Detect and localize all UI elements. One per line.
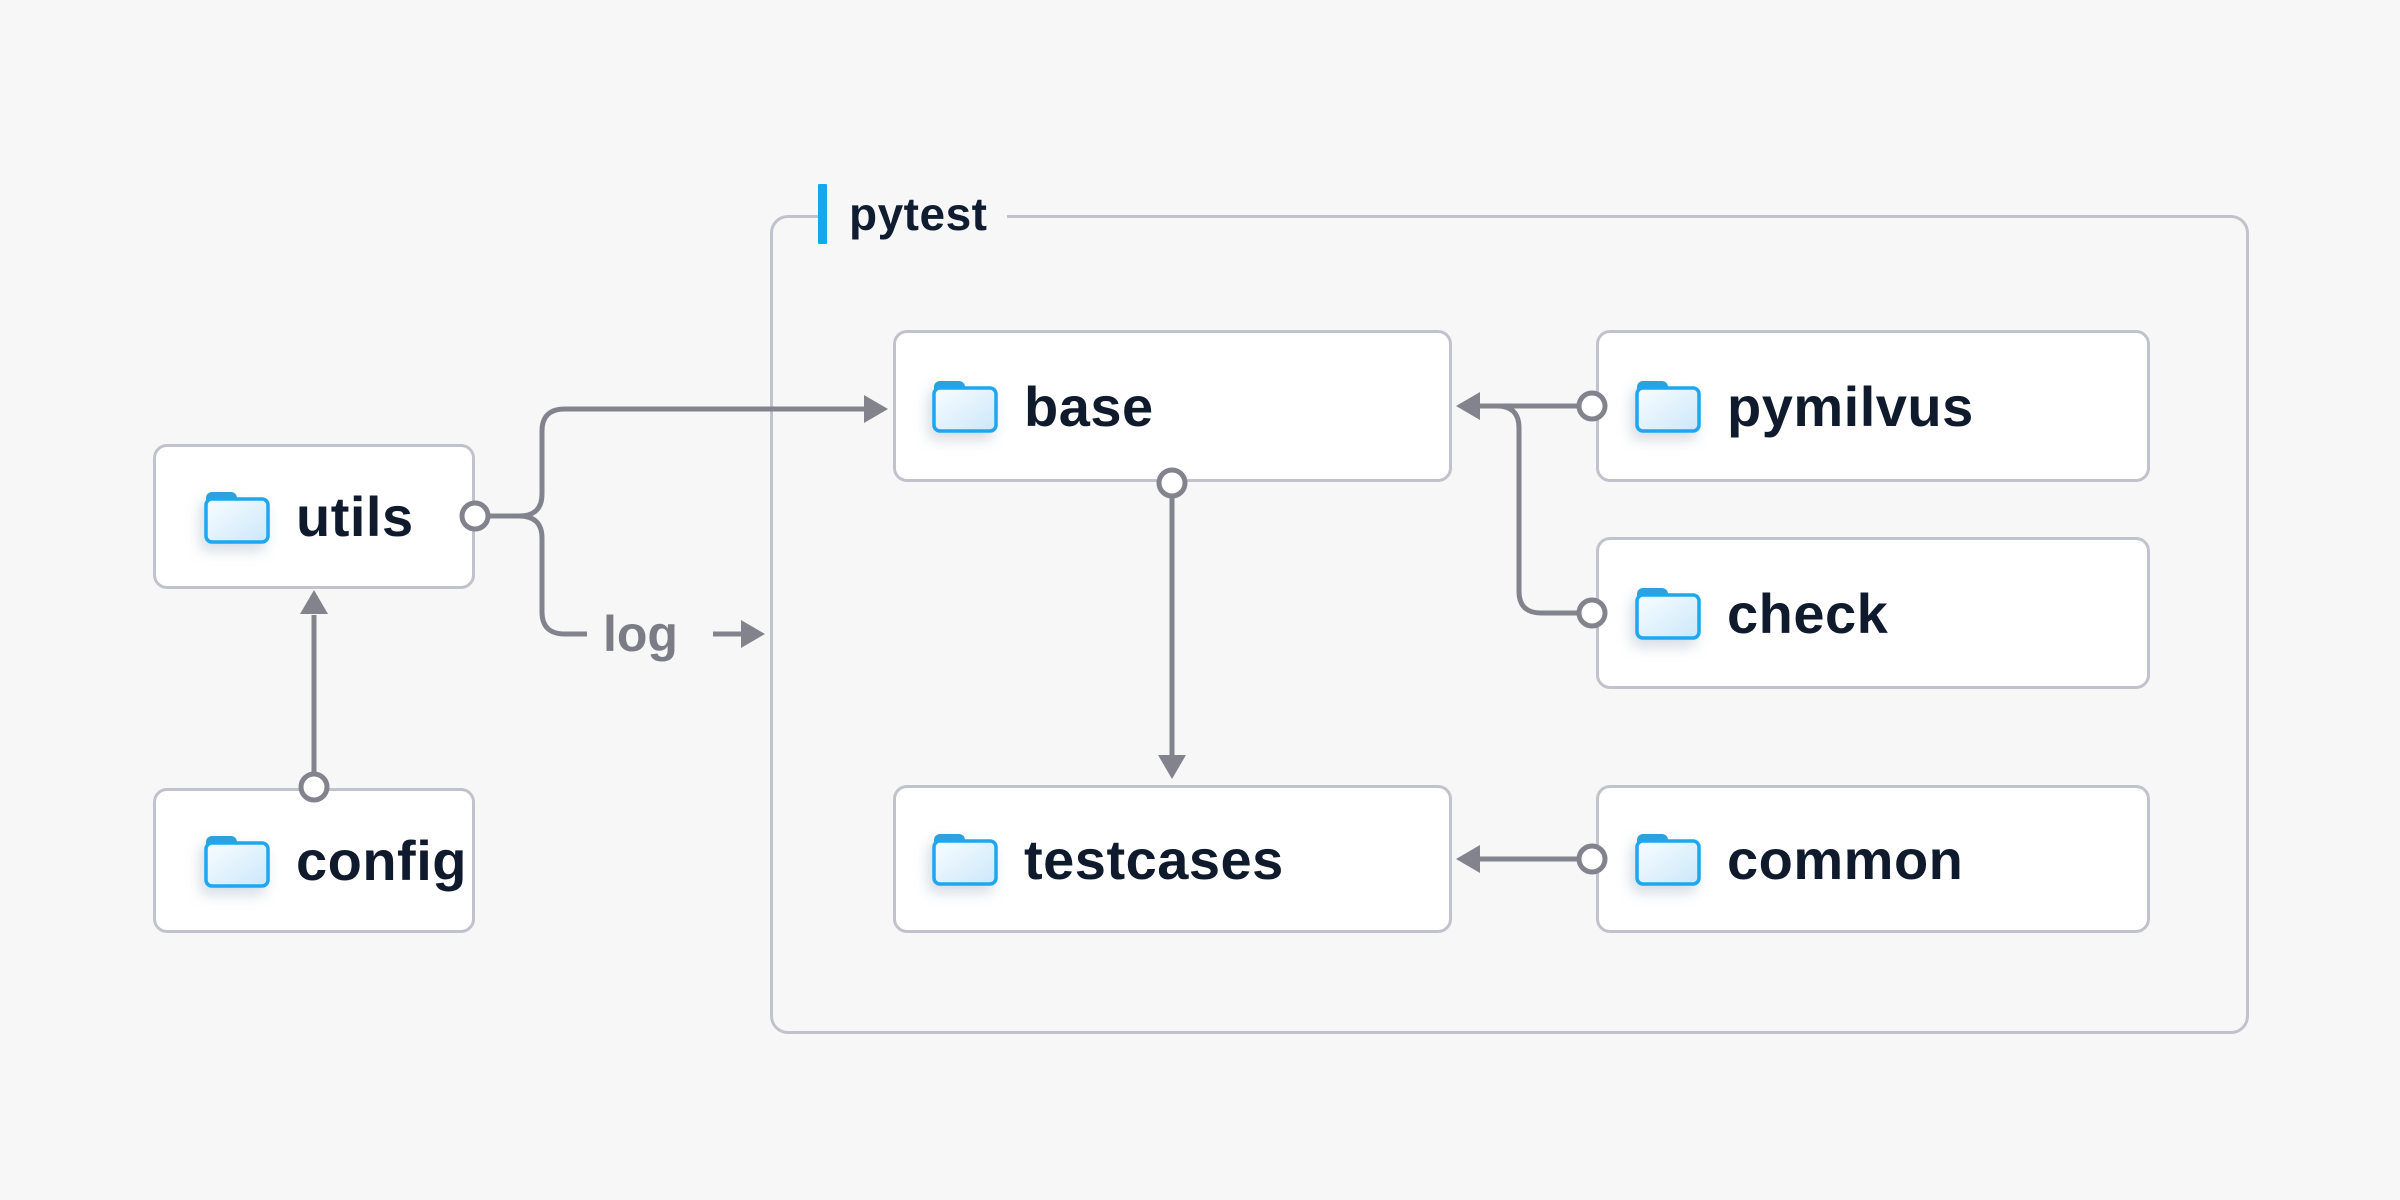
node-common-label: common <box>1727 827 1964 891</box>
node-base[interactable]: base <box>893 330 1452 482</box>
arrowhead-up-icon <box>300 590 328 614</box>
node-base-label: base <box>1024 374 1154 438</box>
pytest-group-label-text: pytest <box>849 188 988 240</box>
edge-log-arrow <box>713 620 765 648</box>
accent-bar-icon <box>818 184 827 244</box>
folder-icon <box>1635 379 1701 433</box>
node-check-label: check <box>1727 581 1889 645</box>
edge-label-log: log <box>603 606 678 662</box>
node-utils[interactable]: utils <box>153 444 475 589</box>
node-testcases[interactable]: testcases <box>893 785 1452 933</box>
folder-icon <box>1635 586 1701 640</box>
node-pymilvus[interactable]: pymilvus <box>1596 330 2150 482</box>
folder-icon <box>204 833 270 888</box>
folder-icon <box>204 489 270 544</box>
arrowhead-right-icon <box>741 620 765 648</box>
edge-utils-log <box>518 513 587 637</box>
node-common[interactable]: common <box>1596 785 2150 933</box>
node-utils-label: utils <box>296 485 414 548</box>
folder-icon <box>932 832 998 886</box>
pytest-group <box>770 215 2249 1034</box>
node-pymilvus-label: pymilvus <box>1727 374 1974 438</box>
node-config[interactable]: config <box>153 788 475 933</box>
folder-icon <box>932 379 998 433</box>
edge-config-utils <box>300 590 328 774</box>
node-check[interactable]: check <box>1596 537 2150 689</box>
pytest-group-label: pytest <box>818 184 1008 244</box>
node-testcases-label: testcases <box>1024 827 1284 891</box>
node-config-label: config <box>296 829 467 892</box>
folder-icon <box>1635 832 1701 886</box>
